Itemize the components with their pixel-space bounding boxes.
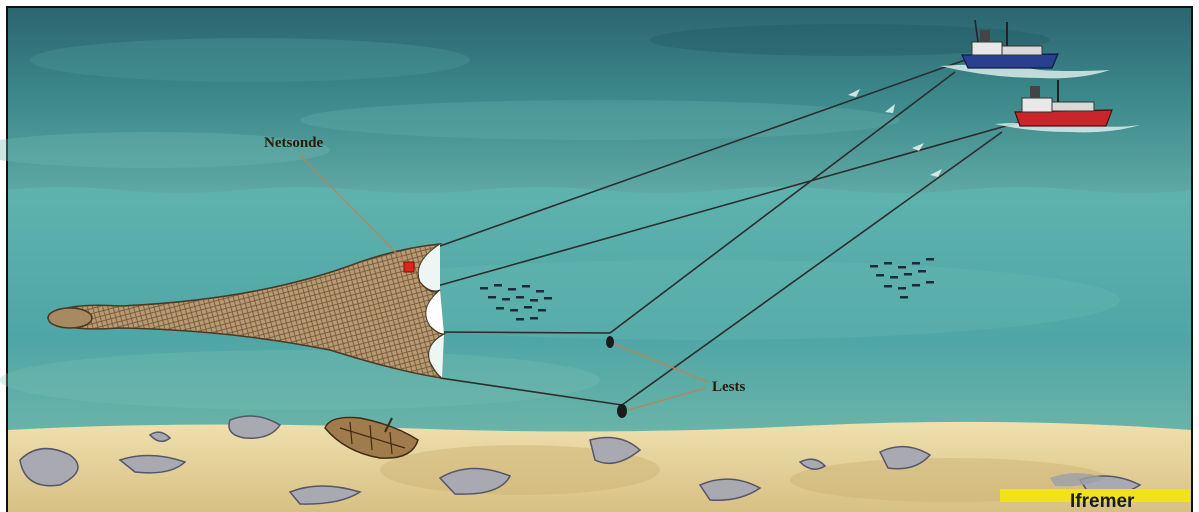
weight-front-icon xyxy=(606,336,614,348)
lests-label: Lests xyxy=(712,379,745,395)
netsonde-label: Netsonde xyxy=(264,135,324,151)
weight-rear-icon xyxy=(617,404,627,418)
logo-text: Ifremer xyxy=(1070,491,1135,512)
